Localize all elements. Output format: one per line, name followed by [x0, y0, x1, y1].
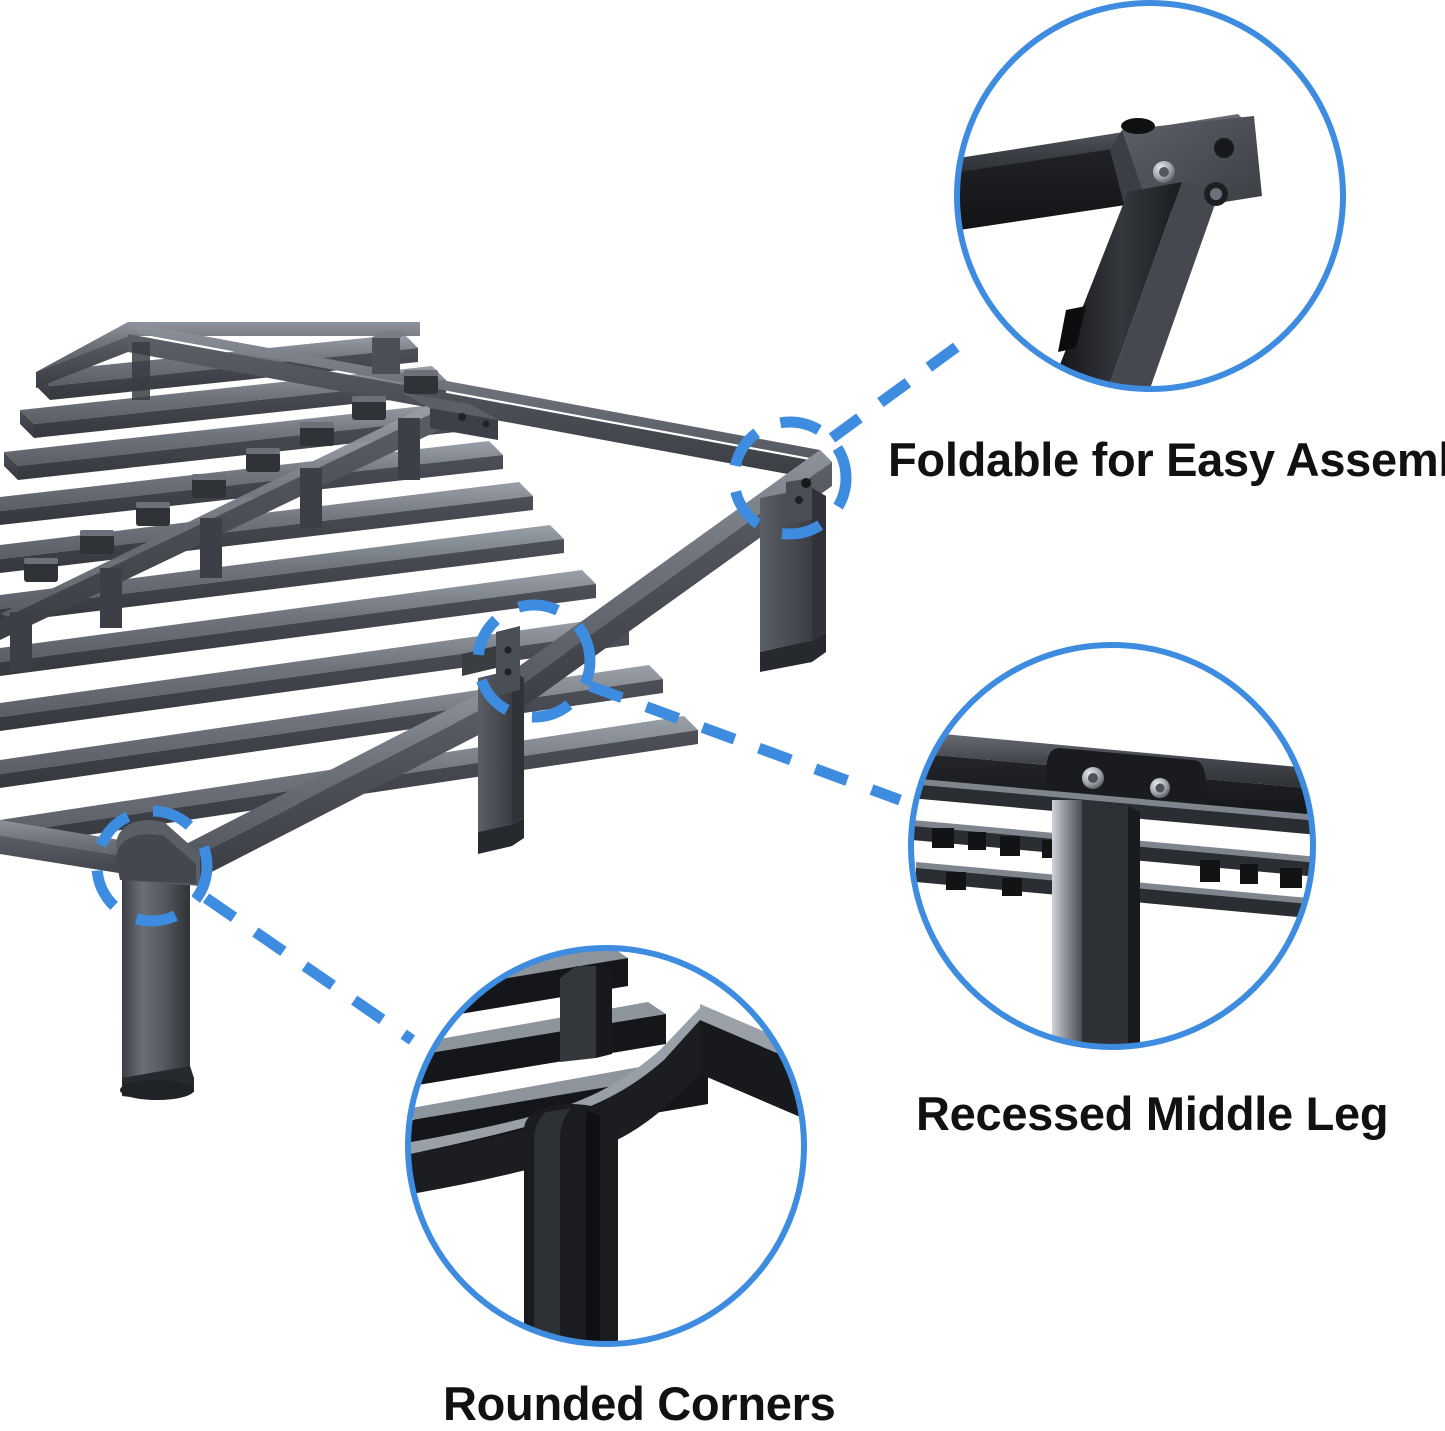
detail-photo-rounded-corners — [405, 945, 807, 1347]
rounded-corner-leg-icon — [408, 948, 804, 1344]
leader-rounded-corner — [202, 893, 416, 1045]
leader-lines — [202, 335, 970, 1045]
folding-hinge-bracket — [400, 392, 498, 440]
detail-ring-recessed-middle-leg — [908, 642, 1316, 1050]
hotspot-foldable — [728, 416, 852, 540]
leader-foldable — [828, 335, 970, 443]
detail-ring-rounded-corners — [405, 945, 807, 1347]
detail-photo-foldable — [954, 0, 1346, 392]
headboard-bracket-tab — [372, 332, 406, 374]
feature-label-recessed-middle-leg: Recessed Middle Leg — [916, 1087, 1389, 1140]
hotspot-markers — [91, 416, 852, 927]
center-support-rail — [0, 404, 452, 672]
middle-leg — [462, 626, 524, 854]
feature-label-foldable: Foldable for Easy Assembly — [888, 433, 1445, 486]
slat-retaining-clips — [24, 370, 438, 582]
feature-label-rounded-corners: Rounded Corners — [443, 1377, 836, 1430]
middle-leg-bracket-icon — [911, 730, 1313, 1047]
hotspot-middle-leg — [472, 599, 596, 723]
corner-leg-right — [760, 478, 826, 672]
corner-leg-left-round — [116, 820, 200, 1100]
hinge-joint-icon — [957, 114, 1262, 389]
detail-photo-recessed-middle-leg — [908, 642, 1316, 1050]
hotspot-rounded-corner — [91, 805, 213, 927]
detail-ring-foldable — [954, 0, 1346, 392]
corner-leg-far — [132, 342, 150, 400]
head-rail — [36, 322, 420, 388]
